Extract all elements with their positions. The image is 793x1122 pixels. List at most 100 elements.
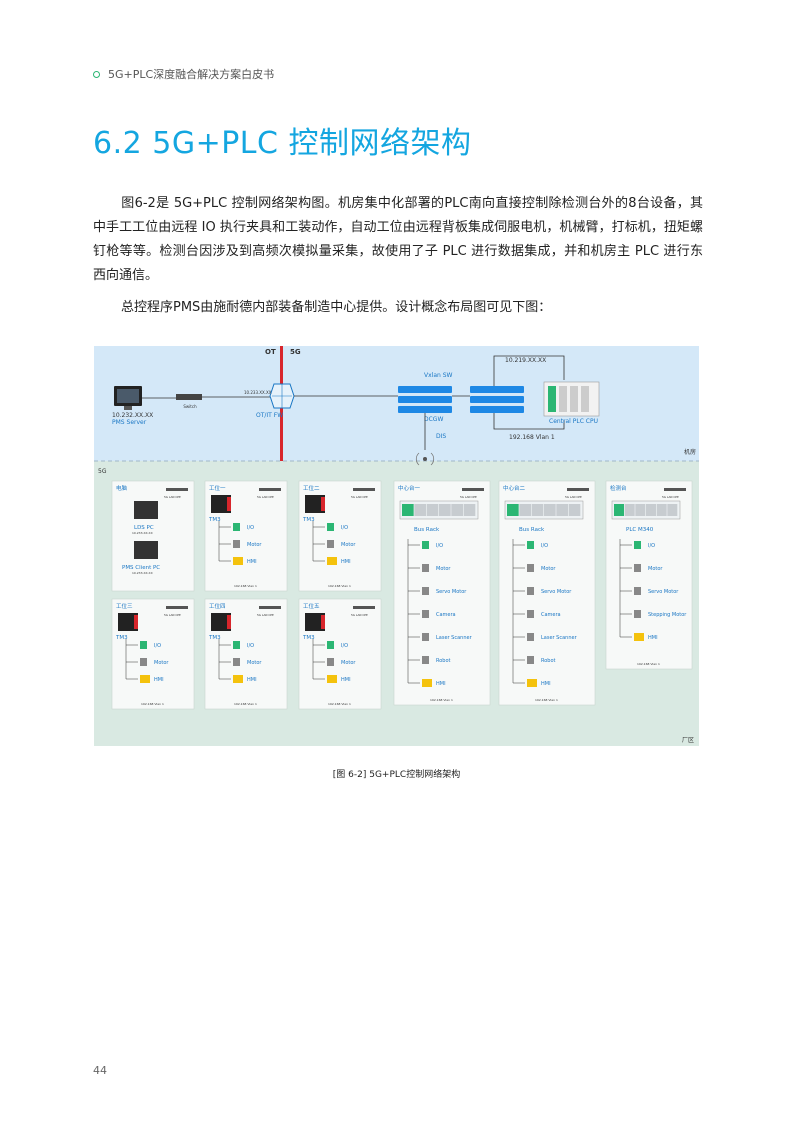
vlan-label: 192.168 Vlan 1 [234,584,257,588]
device-label: Stepping Motor [648,612,687,618]
vlan-label: 192.168 Vlan 1 [509,434,555,441]
cpu-label: Central PLC CPU [549,418,598,425]
device-icon [634,633,644,641]
device-icon [327,658,334,666]
device-icon [422,656,429,664]
lan-cpe-label: 5G LAN CPE [257,613,274,617]
device-icon [233,641,240,649]
vlan-label: 192.168 Vlan 1 [328,702,351,706]
box-title: 工位五 [303,602,320,610]
device-label: HMI [341,677,351,683]
page-number: 44 [93,1064,107,1077]
paragraph-1-text: 图6-2是 5G+PLC 控制网络架构图。机房集中化部署的PLC南向直接控制除检… [93,196,703,283]
cpu-label: TM3 [208,517,221,523]
device-icon [327,540,334,548]
vxlan-switch-icon [398,386,452,413]
device-label: I/O [247,525,254,531]
rack-slot [519,504,531,516]
tm3-plc-icon [118,613,138,631]
box-title: 工位二 [303,484,320,492]
rack-slot [463,504,476,516]
device-label: I/O [541,543,548,549]
device-icon [327,675,337,683]
device-icon [634,564,641,572]
device-label: Motor [154,660,169,666]
device-icon [422,610,429,618]
device-label: HMI [541,681,551,687]
device-label: Motor [436,566,451,572]
rack-slot [646,504,656,516]
lan-cpe-label: 5G LAN CPE [662,495,679,499]
device-icon [233,557,243,565]
rack-slot [402,504,414,516]
device-label: Servo Motor [541,589,572,595]
box-title: 工位四 [209,602,226,610]
device-icon [527,610,534,618]
section-title: 6.2 5G+PLC 控制网络架构 [93,126,472,161]
rack-slot [614,504,624,516]
pms-label: PMS Server [112,419,147,426]
box-background [111,480,195,592]
bullet-icon [93,70,100,78]
rack-label: Bus Rack [519,527,545,533]
vlan-label: 192.168 Vlan 1 [328,584,351,588]
device-label: HMI [436,681,446,687]
device-label: HMI [247,559,257,565]
device-label: Motor [247,542,262,548]
lan-cpe-icon [259,606,281,609]
paragraph-2: 总控程序PMS由施耐德内部装备制造中心提供。设计概念布局图可见下图： [93,296,703,320]
dis-label: DIS [436,433,446,440]
device-icon [422,587,429,595]
device-icon [527,564,534,572]
lan-cpe-label: 5G LAN CPE [257,495,274,499]
device-icon [634,587,641,595]
device-icon [233,658,240,666]
rack-slot [439,504,451,516]
device-icon [634,610,641,618]
pc-monitor-icon [134,501,158,519]
dcgw-label: DCGW [424,416,443,423]
device-label: I/O [341,525,348,531]
device-icon [233,523,240,531]
vlan-label: 192.168 Vlan 1 [535,698,558,702]
lan-cpe-label: 5G LAN CPE [351,613,368,617]
plc-accent [321,615,325,629]
device-icon [527,679,537,687]
device-icon [327,641,334,649]
box-title: 中心台二 [503,484,526,492]
pc-label: PMS Client PC [122,565,160,571]
pms-ip: 10.232.XX.XX [112,412,153,419]
lan-cpe-label: 5G LAN CPE [351,495,368,499]
device-label: Servo Motor [648,589,679,595]
device-icon [140,658,147,666]
cpu-ip: 10.219.XX.XX [505,357,546,364]
device-icon [422,633,429,641]
cpu-label: TM3 [208,635,221,641]
rack-slot [556,504,568,516]
switch-icon [176,394,202,400]
device-icon [527,633,534,641]
rack-slot [667,504,678,516]
plc-accent [227,497,231,511]
device-label: Camera [541,612,561,618]
lan-cpe-icon [353,488,375,491]
lan-cpe-icon [259,488,281,491]
device-label: HMI [154,677,164,683]
vxlan-label: Vxlan SW [424,372,453,379]
tm3-plc-icon [211,613,231,631]
device-label: I/O [648,543,655,549]
firewall-icon [269,383,295,409]
paragraph-1: 图6-2是 5G+PLC 控制网络架构图。机房集中化部署的PLC南向直接控制除检… [93,192,703,288]
box-title: 工位三 [116,602,133,610]
vlan-label: 192.168 Vlan 1 [637,662,660,666]
rack-slot [635,504,646,516]
device-label: Motor [541,566,556,572]
network-architecture-diagram: OT 5G 10.232.XX.XX PMS Server Switch 10.… [94,346,699,746]
vlan-label: 192.168 Vlan 1 [234,702,257,706]
device-label: Laser Scanner [436,635,473,641]
